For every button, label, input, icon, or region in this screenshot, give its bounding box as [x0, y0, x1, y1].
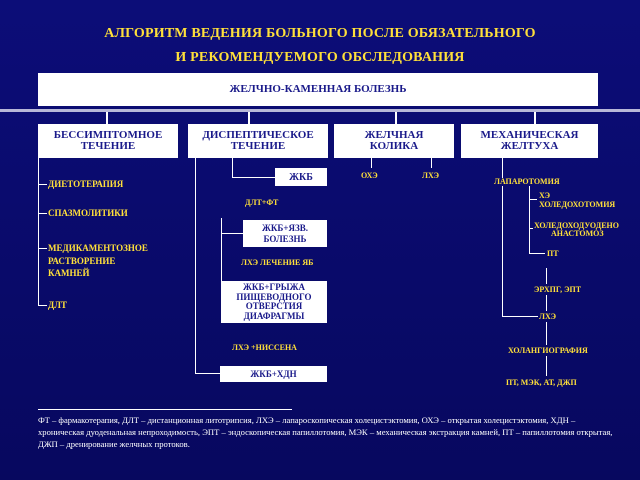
branch-line: [502, 158, 503, 178]
branch-line: [546, 322, 547, 345]
item-medical-3: КАМНЕЙ: [48, 268, 90, 278]
box-label: ПИЩЕВОДНОГО: [236, 291, 312, 302]
branch-tick: [38, 213, 47, 214]
footnote-separator: [38, 409, 292, 410]
category-label: БЕССИМПТОМНОЕ: [53, 129, 163, 141]
category-asymptomatic: БЕССИМПТОМНОЕ ТЕЧЕНИЕ: [38, 124, 178, 158]
branch-line: [195, 373, 220, 374]
connector: [395, 112, 397, 124]
label-ohe: ОХЭ: [361, 171, 378, 180]
item-diet: ДИЕТОТЕРАПИЯ: [48, 179, 124, 189]
category-label: ДИСПЕПТИЧЕСКОЕ: [202, 129, 314, 141]
connector: [248, 112, 250, 124]
branch-line: [232, 177, 275, 178]
root-box: ЖЕЛЧНО-КАМЕННАЯ БОЛЕЗНЬ: [38, 73, 598, 106]
category-dyspeptic: ДИСПЕПТИЧЕСКОЕ ТЕЧЕНИЕ: [188, 124, 328, 158]
branch-line: [502, 316, 538, 317]
box-label: ДИАФРАГМЫ: [243, 310, 305, 321]
box-hdn: ЖКБ+ХДН: [220, 366, 327, 382]
box-ulcer: ЖКБ+ЯЗВ. БОЛЕЗНЬ: [243, 220, 327, 247]
item-spasmolytics: СПАЗМОЛИТИКИ: [48, 208, 128, 218]
box-label: ЖКБ+ЯЗВ.: [261, 222, 308, 233]
branch-line: [546, 295, 547, 311]
branch-tick: [38, 248, 47, 249]
connector-bar: [0, 109, 640, 112]
label-cda-1: ХОЛЕДОХОДУОДЕНО: [534, 221, 619, 230]
category-label: ЖЕЛТУХА: [500, 140, 559, 152]
branch-tick: [38, 305, 47, 306]
category-label: ЖЕЛЧНАЯ: [364, 129, 424, 141]
branch-line: [221, 233, 243, 234]
branch-tick: [529, 199, 537, 200]
category-jaundice: МЕХАНИЧЕСКАЯ ЖЕЛТУХА: [461, 124, 598, 158]
box-label: ОТВЕРСТИЯ: [245, 301, 303, 311]
category-colic: ЖЕЛЧНАЯ КОЛИКА: [334, 124, 454, 158]
branch-line: [502, 186, 503, 316]
label-lche: ЛХЭ ЛЕЧЕНИЕ ЯБ: [241, 258, 314, 267]
label-dlt-ft: ДЛТ+ФТ: [245, 198, 279, 207]
label-che: ХЭ: [539, 191, 551, 200]
branch-line: [546, 268, 547, 284]
item-medical-2: РАСТВОРЕНИЕ: [48, 256, 116, 266]
footnote: ФТ – фармакотерапия, ДЛТ – дистанционная…: [38, 415, 613, 449]
box-hernia: ЖКБ+ГРЫЖА ПИЩЕВОДНОГО ОТВЕРСТИЯ ДИАФРАГМ…: [221, 281, 327, 323]
branch-line: [371, 158, 372, 168]
connector: [534, 112, 536, 124]
branch-line: [529, 186, 530, 254]
branch-line: [546, 356, 547, 376]
label-cda-2: АНАСТОМОЗ: [551, 229, 604, 238]
box-label: БОЛЕЗНЬ: [263, 233, 307, 244]
label-erhpg: ЭРХПГ, ЭПТ: [534, 285, 582, 294]
title-line-2: И РЕКОМЕНДУЕМОГО ОБСЛЕДОВАНИЯ: [175, 50, 465, 65]
label-final: ПТ, МЭК, АТ, ДЖП: [506, 378, 577, 387]
label-pt: ПТ: [547, 249, 559, 258]
category-label: КОЛИКА: [369, 140, 419, 152]
category-label: ТЕЧЕНИЕ: [230, 140, 286, 152]
branch-line: [431, 158, 432, 168]
label-choledochotomy: ХОЛЕДОХОТОМИЯ: [539, 200, 616, 209]
branch-line: [221, 218, 222, 308]
category-label: МЕХАНИЧЕСКАЯ: [480, 129, 579, 141]
branch-tick: [529, 253, 545, 254]
connector: [106, 112, 108, 124]
box-zhkb: ЖКБ: [275, 168, 327, 186]
label-cholangiography: ХОЛАНГИОГРАФИЯ: [508, 346, 588, 355]
branch-tick: [38, 184, 47, 185]
item-dlt: ДЛТ: [48, 300, 67, 310]
label-lhe-2: ЛХЭ: [539, 312, 557, 321]
branch-line: [38, 158, 39, 306]
label-lche-nissen: ЛХЭ +НИССЕНА: [232, 343, 297, 352]
box-label: ЖКБ+ГРЫЖА: [243, 282, 305, 292]
branch-tick: [529, 228, 533, 229]
title-line-1: АЛГОРИТМ ВЕДЕНИЯ БОЛЬНОГО ПОСЛЕ ОБЯЗАТЕЛ…: [104, 26, 536, 41]
label-lhe: ЛХЭ: [422, 171, 440, 180]
branch-line: [232, 158, 233, 177]
item-medical-1: МЕДИКАМЕНТОЗНОЕ: [48, 243, 148, 253]
branch-line: [195, 158, 196, 373]
label-laparotomy: ЛАПАРОТОМИЯ: [494, 177, 560, 186]
category-label: ТЕЧЕНИЕ: [80, 140, 136, 152]
